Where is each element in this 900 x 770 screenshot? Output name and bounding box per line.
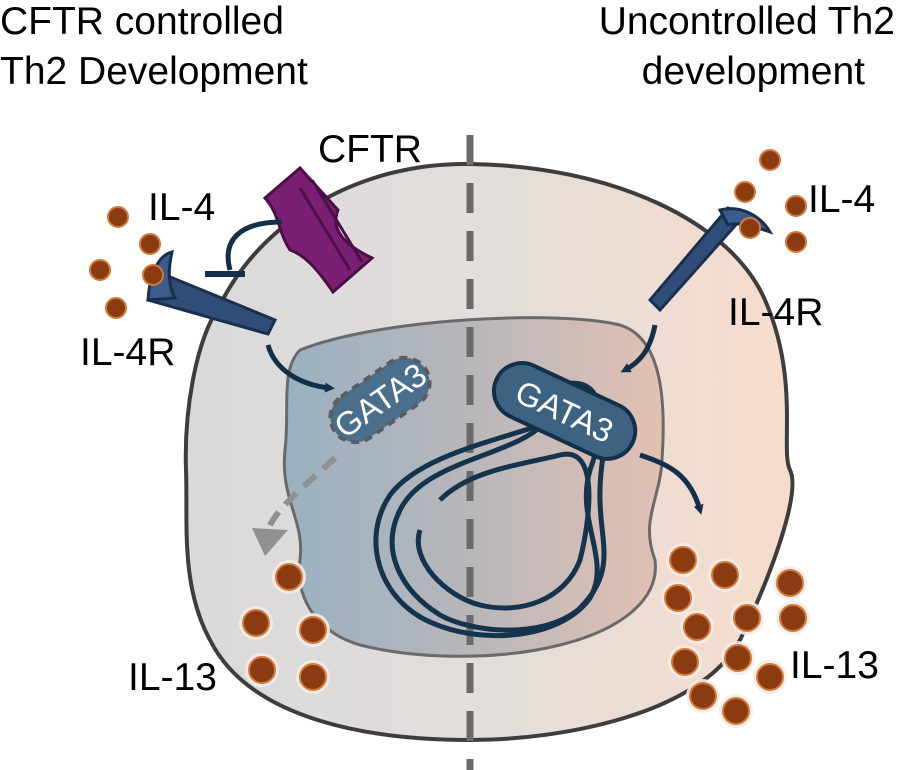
il13-dot — [664, 584, 692, 612]
il13-dot — [275, 563, 303, 591]
cftr-label: CFTR — [318, 128, 422, 171]
il13-dot — [756, 663, 784, 691]
il4r-to-gata3-arrow-right — [620, 324, 658, 373]
cytokine-dots — [89, 149, 810, 728]
il4-dot — [785, 231, 807, 253]
il13-dot — [722, 697, 750, 725]
il4-dot — [734, 181, 756, 203]
right-title-line2: development — [642, 50, 865, 93]
il13-dot — [733, 604, 761, 632]
il4-dot — [89, 259, 111, 281]
dashed-arrowhead — [252, 528, 288, 556]
il4-dot — [142, 264, 164, 286]
il4-dot — [785, 195, 807, 217]
il13-dot — [299, 616, 327, 644]
right-title-line1: Uncontrolled Th2 — [599, 0, 895, 43]
il4-label-right: IL-4 — [808, 178, 875, 221]
il13-dot — [689, 682, 717, 710]
il4r-to-gata3-arrow-left — [265, 344, 335, 393]
il13-dot — [683, 613, 711, 641]
il13-label-left: IL-13 — [128, 656, 217, 699]
il13-dot — [299, 663, 327, 691]
left-title-line2: Th2 Development — [0, 50, 308, 93]
il13-dot — [724, 644, 752, 672]
il13-dot — [242, 609, 270, 637]
il4r-label-right: IL-4R — [728, 291, 823, 334]
il13-dot — [779, 604, 807, 632]
il13-label-right: IL-13 — [790, 644, 879, 687]
il4-dot — [139, 233, 161, 255]
il13-dot — [248, 656, 276, 684]
il4-dot — [107, 206, 129, 228]
il4r-label-left: IL-4R — [80, 331, 175, 374]
il4-dot — [105, 297, 127, 319]
gata3-to-il13-dashed-arrow — [265, 455, 338, 532]
il4-dot — [739, 217, 761, 239]
il4-dot — [759, 149, 781, 171]
cftr-channel — [262, 165, 375, 295]
il13-dot — [669, 546, 697, 574]
gata3-to-il13-arrow — [639, 452, 704, 515]
il13-dot — [776, 569, 804, 597]
il13-dot — [671, 648, 699, 676]
il4-label-left: IL-4 — [148, 186, 215, 229]
il13-dot — [711, 561, 739, 589]
cftr-inhibition-line — [225, 219, 283, 271]
left-title-line1: CFTR controlled — [0, 0, 284, 43]
